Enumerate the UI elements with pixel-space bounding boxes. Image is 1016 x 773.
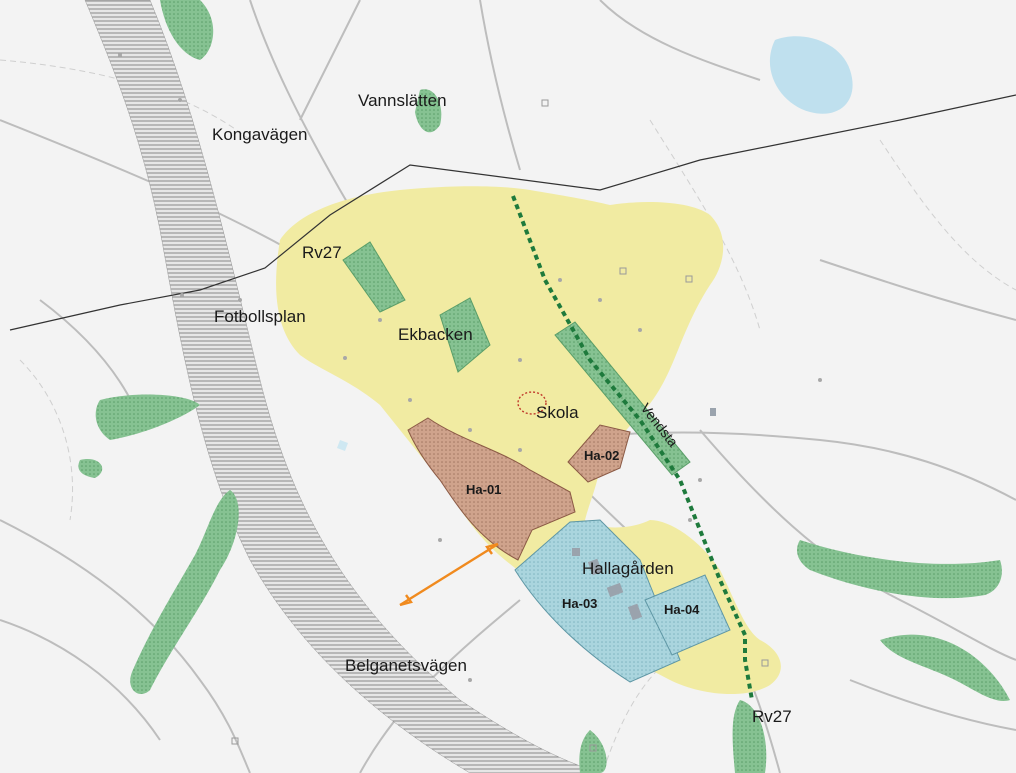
label-zone-ha04: Ha-04: [664, 602, 700, 617]
park-rv27: [342, 241, 406, 313]
label-vannslatten: Vannslätten: [358, 91, 447, 110]
settlement-area: [276, 186, 781, 695]
zone-ha04: [644, 574, 731, 656]
zone-ha01: [407, 417, 576, 561]
small-water: [337, 440, 348, 451]
label-rv27-north: Rv27: [302, 243, 342, 262]
distance-arrow: [399, 542, 499, 607]
school-marker: [517, 391, 547, 415]
municipal-boundary: [9, 94, 1016, 331]
buildings: [572, 408, 716, 621]
label-hallagarden: Hallagården: [582, 559, 674, 578]
zone-ha03: [514, 519, 681, 683]
label-zone-ha02: Ha-02: [584, 448, 619, 463]
label-zone-ha03: Ha-03: [562, 596, 597, 611]
small-dots: [118, 53, 822, 682]
label-belganetsvagen: Belganetsvägen: [345, 656, 467, 675]
forest-areas: [78, 0, 1010, 773]
label-ekbacken: Ekbacken: [398, 325, 473, 344]
label-zone-ha01: Ha-01: [466, 482, 501, 497]
label-kongavagen: Kongavägen: [212, 125, 307, 144]
planned-route-dotted: [511, 195, 754, 701]
zone-ha02: [567, 424, 631, 483]
lake: [769, 36, 853, 114]
label-fotbollsplan: Fotbollsplan: [214, 307, 306, 326]
label-rv27-south: Rv27: [752, 707, 792, 726]
house-markers: [231, 99, 769, 752]
park-ekbacken: [439, 297, 491, 373]
highway-corridor: [84, 0, 601, 773]
label-skola: Skola: [536, 403, 579, 422]
